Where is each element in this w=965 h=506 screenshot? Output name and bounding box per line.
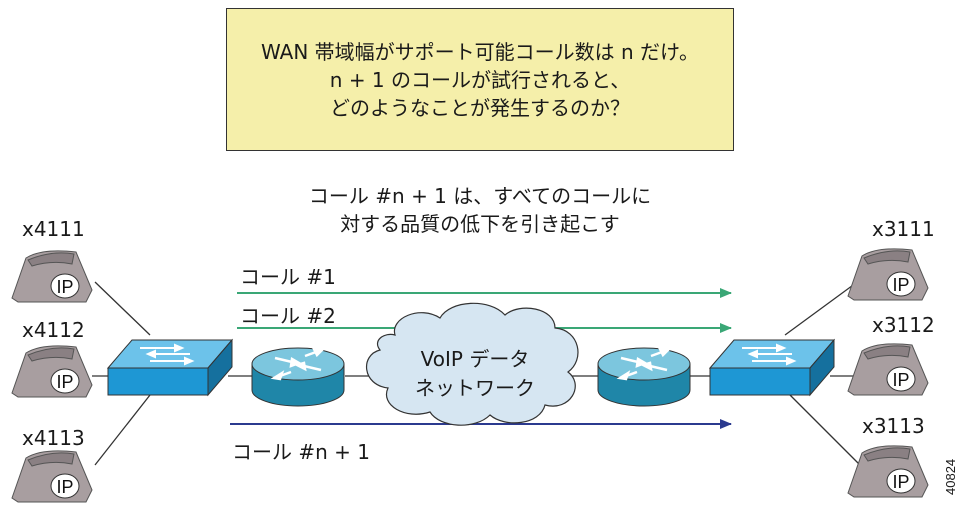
left-switch-icon: [106, 338, 234, 397]
call-2-label: コール #2: [240, 304, 336, 328]
ip-badge: IP: [892, 370, 909, 390]
phone-x3112-icon: [847, 343, 929, 396]
ip-badge: IP: [56, 277, 73, 297]
ip-badge: IP: [56, 372, 73, 392]
question-line-1: WAN 帯域幅がサポート可能コール数は n だけ。: [260, 39, 700, 64]
caption-line-1: コール #n + 1 は、すべてのコールに: [308, 184, 652, 208]
phone-label-x3113: x3113: [862, 414, 925, 438]
right-router-icon: [597, 347, 691, 407]
ip-badge: IP: [56, 477, 73, 497]
phone-x4112-icon: [11, 345, 93, 398]
ip-badge: IP: [892, 275, 909, 295]
cloud-label-line-2: ネットワーク: [415, 376, 535, 400]
ip-badge: IP: [892, 472, 909, 492]
phone-label-x4111: x4111: [22, 217, 85, 241]
cloud-label-line-1: VoIP データ: [421, 347, 530, 371]
diagram-caption: コール #n + 1 は、すべてのコールに 対する品質の低下を引き起こす: [230, 182, 730, 238]
phone-x4113-icon: [11, 450, 93, 503]
question-box: WAN 帯域幅がサポート可能コール数は n だけ。 n + 1 のコールが試行さ…: [226, 8, 734, 151]
figure-id: 40824: [943, 459, 958, 495]
question-line-3: どのようなことが発生するのか？: [330, 95, 630, 120]
phone-x4111-icon: [11, 250, 93, 303]
phone-x3113-icon: [847, 445, 929, 498]
question-line-2: n + 1 のコールが試行されると、: [329, 67, 631, 92]
phone-x3111-icon: [847, 248, 929, 301]
phone-links: [92, 279, 861, 466]
caption-line-2: 対する品質の低下を引き起こす: [340, 212, 620, 236]
left-router-icon: [251, 347, 345, 407]
phone-label-x4113: x4113: [22, 426, 85, 450]
voip-cloud-icon: [365, 302, 579, 426]
phone-label-x4112: x4112: [22, 318, 85, 342]
phone-label-x3112: x3112: [872, 313, 935, 337]
phone-label-x3111: x3111: [872, 217, 935, 241]
call-n1-label: コール #n + 1: [232, 440, 370, 464]
right-switch-icon: [708, 338, 836, 397]
call-1-label: コール #1: [240, 265, 336, 289]
